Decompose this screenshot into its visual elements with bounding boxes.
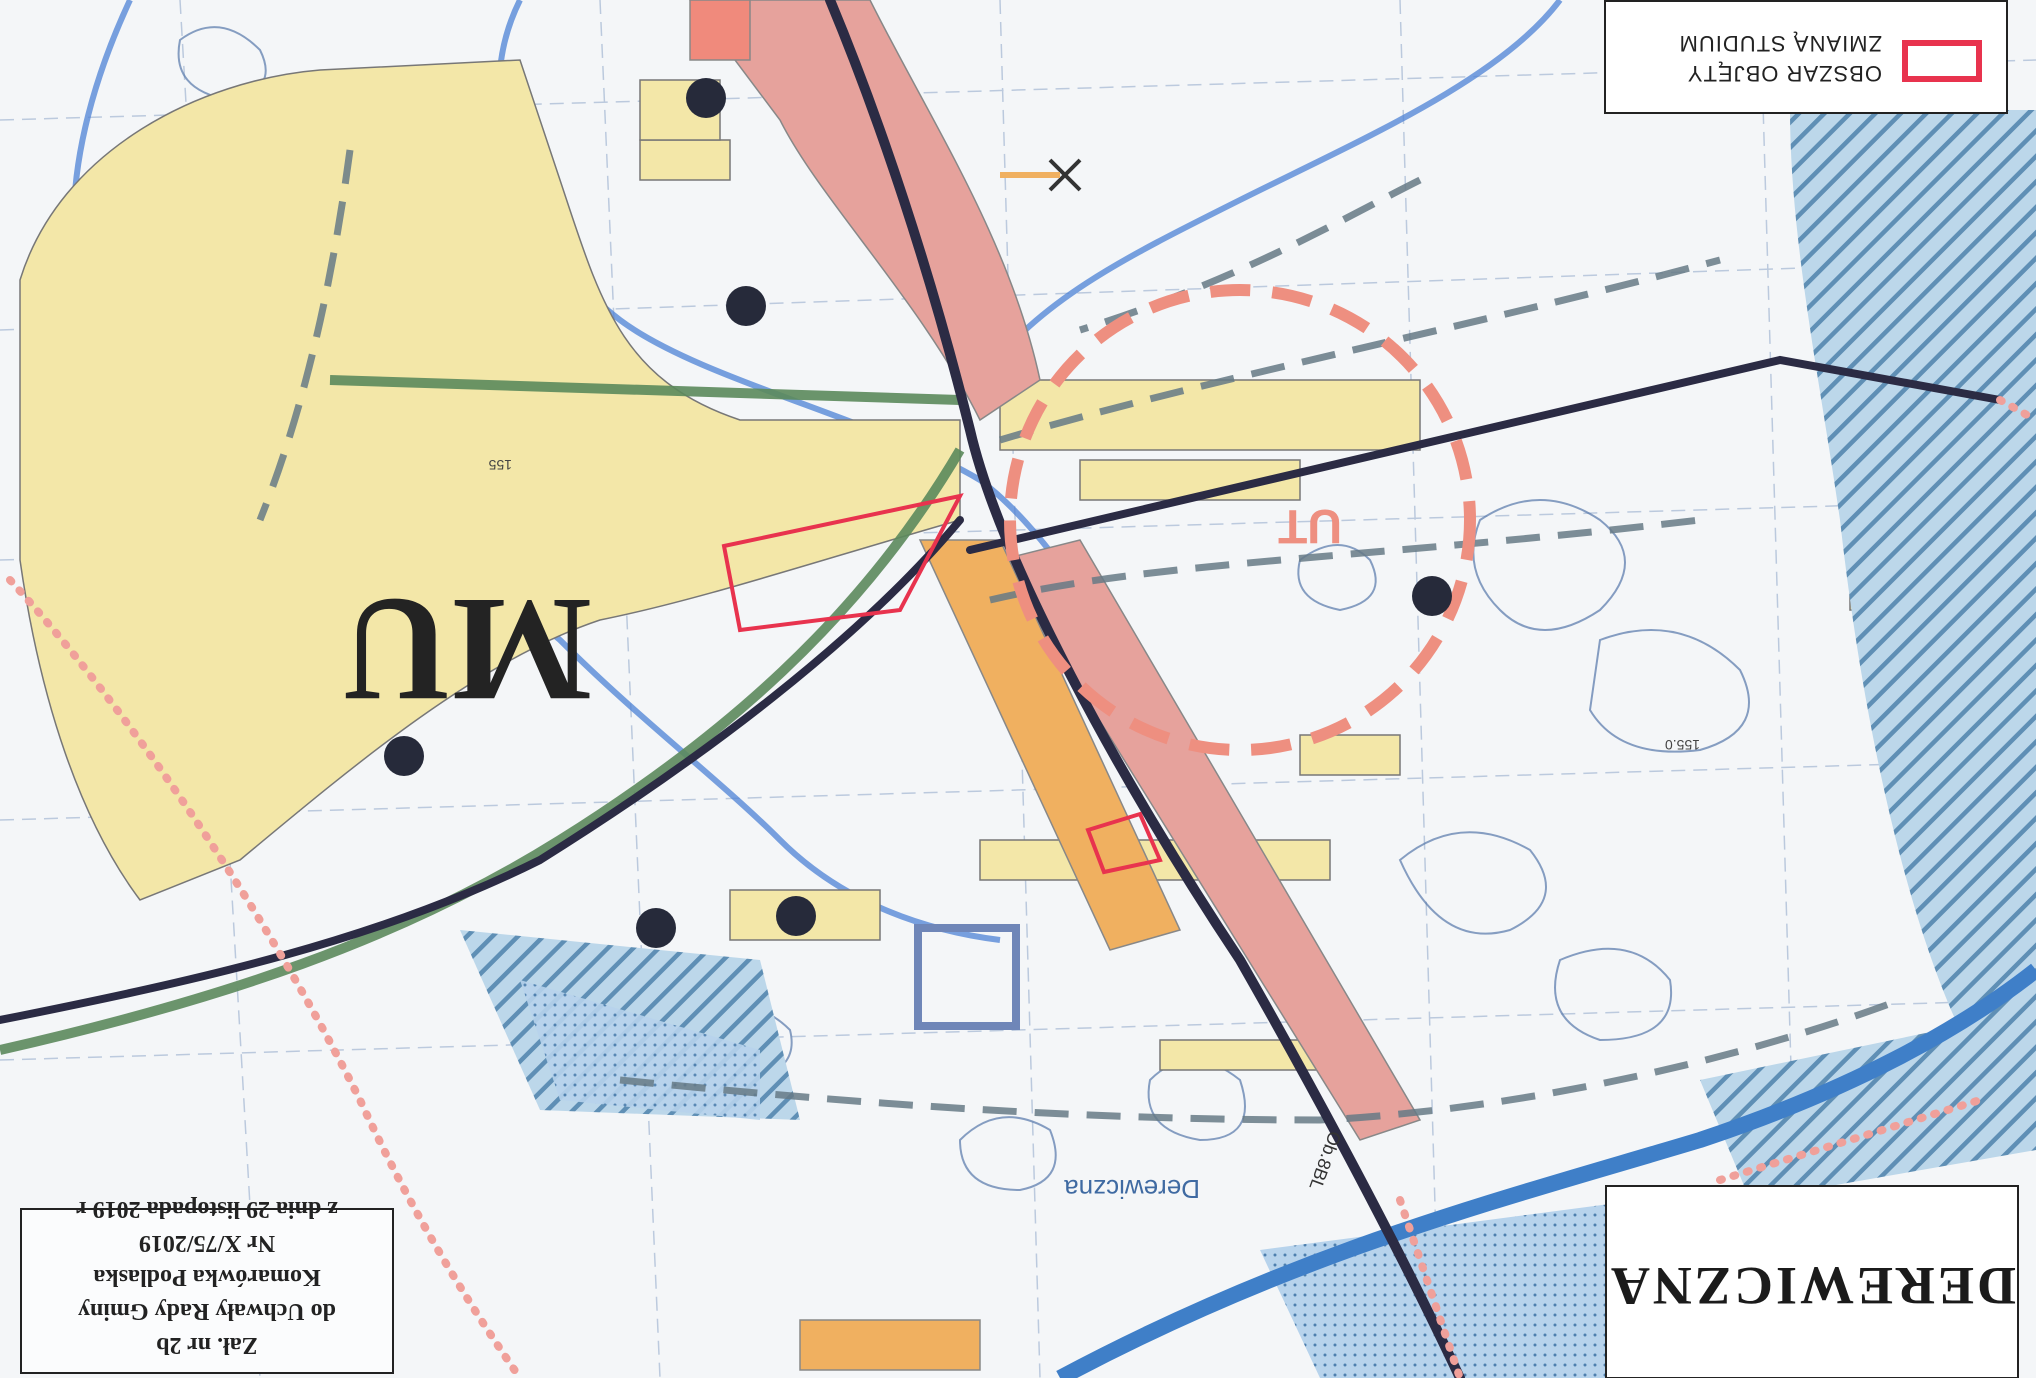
road-east xyxy=(966,355,2004,554)
resolution-line-5: z dnia 29 listopada 2019 r xyxy=(75,1196,339,1222)
zone-symbol-mu: MU xyxy=(342,567,592,733)
zone-strip-1 xyxy=(999,379,1421,451)
resolution-text: Zał. nr 2b do Uchwały Rady Gminy Komarów… xyxy=(22,1192,392,1362)
marker-1 xyxy=(686,78,726,118)
village-pink-band xyxy=(689,0,1422,1141)
crossing-mark xyxy=(1000,158,1082,192)
forest-southeast xyxy=(1700,1010,2036,1200)
zone-symbol-ut: UT xyxy=(1278,499,1342,552)
forest-zones xyxy=(460,110,2036,1378)
legend-box: OBSZAR OBJĘTY ZMIANĄ STUDIUM xyxy=(1604,0,2008,114)
forest-east xyxy=(1790,110,2036,1050)
change-area-1[interactable] xyxy=(721,493,964,633)
orange-block-bottom xyxy=(799,1319,981,1371)
marker-5 xyxy=(636,908,676,948)
marker-3 xyxy=(1412,576,1452,616)
resolution-line-3: Komarówka Podlaska xyxy=(93,1264,321,1290)
green-pipeline xyxy=(0,375,965,1055)
resolution-box: Zał. nr 2b do Uchwały Rady Gminy Komarów… xyxy=(20,1196,394,1374)
legend-row-study-change: OBSZAR OBJĘTY ZMIANĄ STUDIUM xyxy=(1606,2,2006,112)
road-southwest xyxy=(0,516,964,1024)
object-markers xyxy=(384,78,1452,948)
facility-square xyxy=(914,924,1020,1030)
legend-label: OBSZAR OBJĘTY ZMIANĄ STUDIUM xyxy=(1678,31,1882,86)
marker-6 xyxy=(776,896,816,936)
marker-2 xyxy=(726,286,766,326)
ut-zone-circle xyxy=(1004,284,1476,756)
main-road-nw-se xyxy=(825,0,1465,1378)
service-zone-orange xyxy=(799,539,1182,1371)
dashed-drainage xyxy=(256,149,1902,1124)
height-mark-2: 155.0 xyxy=(1665,737,1700,753)
resolution-line-2: do Uchwały Rady Gminy xyxy=(77,1298,337,1324)
pink-block-top xyxy=(689,0,751,61)
change-area-2[interactable] xyxy=(1085,811,1163,875)
marker-4 xyxy=(384,736,424,776)
village-label: Derewiczna xyxy=(1064,1174,1200,1204)
height-mark-1: 155 xyxy=(488,457,512,473)
river-wieprz xyxy=(1056,963,2036,1378)
place-name: DEREWICZNA xyxy=(1607,1256,2017,1316)
legend-swatch-red xyxy=(1902,40,1982,82)
resolution-line-1: Zał. nr 2b xyxy=(156,1332,258,1358)
zone-strip-7 xyxy=(639,139,731,181)
resolution-line-4: Nr X/75/2019 xyxy=(138,1230,276,1256)
zone-mu-large xyxy=(19,59,961,901)
place-name-box: DEREWICZNA xyxy=(1605,1185,2019,1378)
study-change-areas[interactable] xyxy=(721,493,1163,875)
admin-border xyxy=(6,396,2036,1378)
